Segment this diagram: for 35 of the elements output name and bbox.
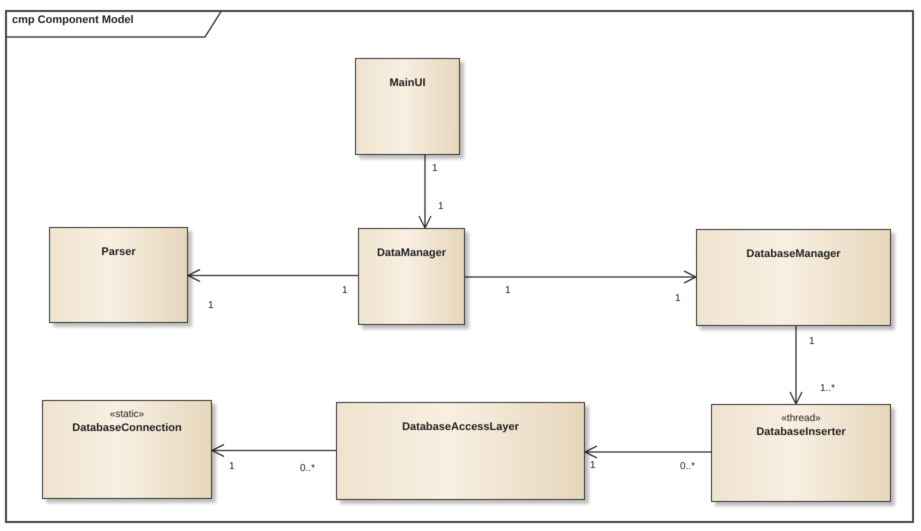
multiplicity-label: 1: [342, 285, 348, 296]
component-box: [49, 227, 188, 323]
multiplicity-label: 1: [505, 285, 511, 296]
association-arrow: [418, 155, 432, 229]
component-name: Parser: [101, 246, 136, 258]
component-name: DatabaseAccessLayer: [402, 421, 519, 433]
component-box: [696, 229, 891, 326]
multiplicity-label: 1: [229, 461, 235, 472]
component-name: DataManager: [376, 247, 446, 259]
multiplicity-label: 1: [438, 201, 444, 212]
component-name: MainUI: [389, 77, 426, 89]
multiplicity-label: 0..*: [680, 461, 696, 472]
component-name: DatabaseInserter: [756, 426, 846, 438]
multiplicity-label: 1..*: [820, 383, 836, 394]
multiplicity-label: 0..*: [300, 463, 316, 474]
multiplicity-label: 1: [208, 300, 214, 311]
multiplicity-label: 1: [809, 336, 815, 347]
frame-title: cmp Component Model: [12, 14, 134, 26]
component-box: [358, 228, 465, 325]
stereotype-label: «thread»: [781, 413, 821, 424]
multiplicity-label: 1: [432, 163, 438, 174]
component-box: [711, 404, 891, 502]
component-box: [336, 402, 585, 500]
association-arrow: [187, 268, 358, 282]
association-arrow: [465, 270, 697, 284]
association-arrow: [789, 326, 803, 405]
association-arrow: [584, 445, 711, 459]
association-arrow: [211, 444, 336, 458]
multiplicity-label: 1: [675, 293, 681, 304]
component-box: [42, 400, 212, 499]
component-box: [355, 58, 460, 155]
component-name: DatabaseManager: [746, 248, 841, 260]
stereotype-label: «static»: [110, 409, 144, 420]
component-name: DatabaseConnection: [72, 422, 182, 434]
multiplicity-label: 1: [590, 460, 596, 471]
